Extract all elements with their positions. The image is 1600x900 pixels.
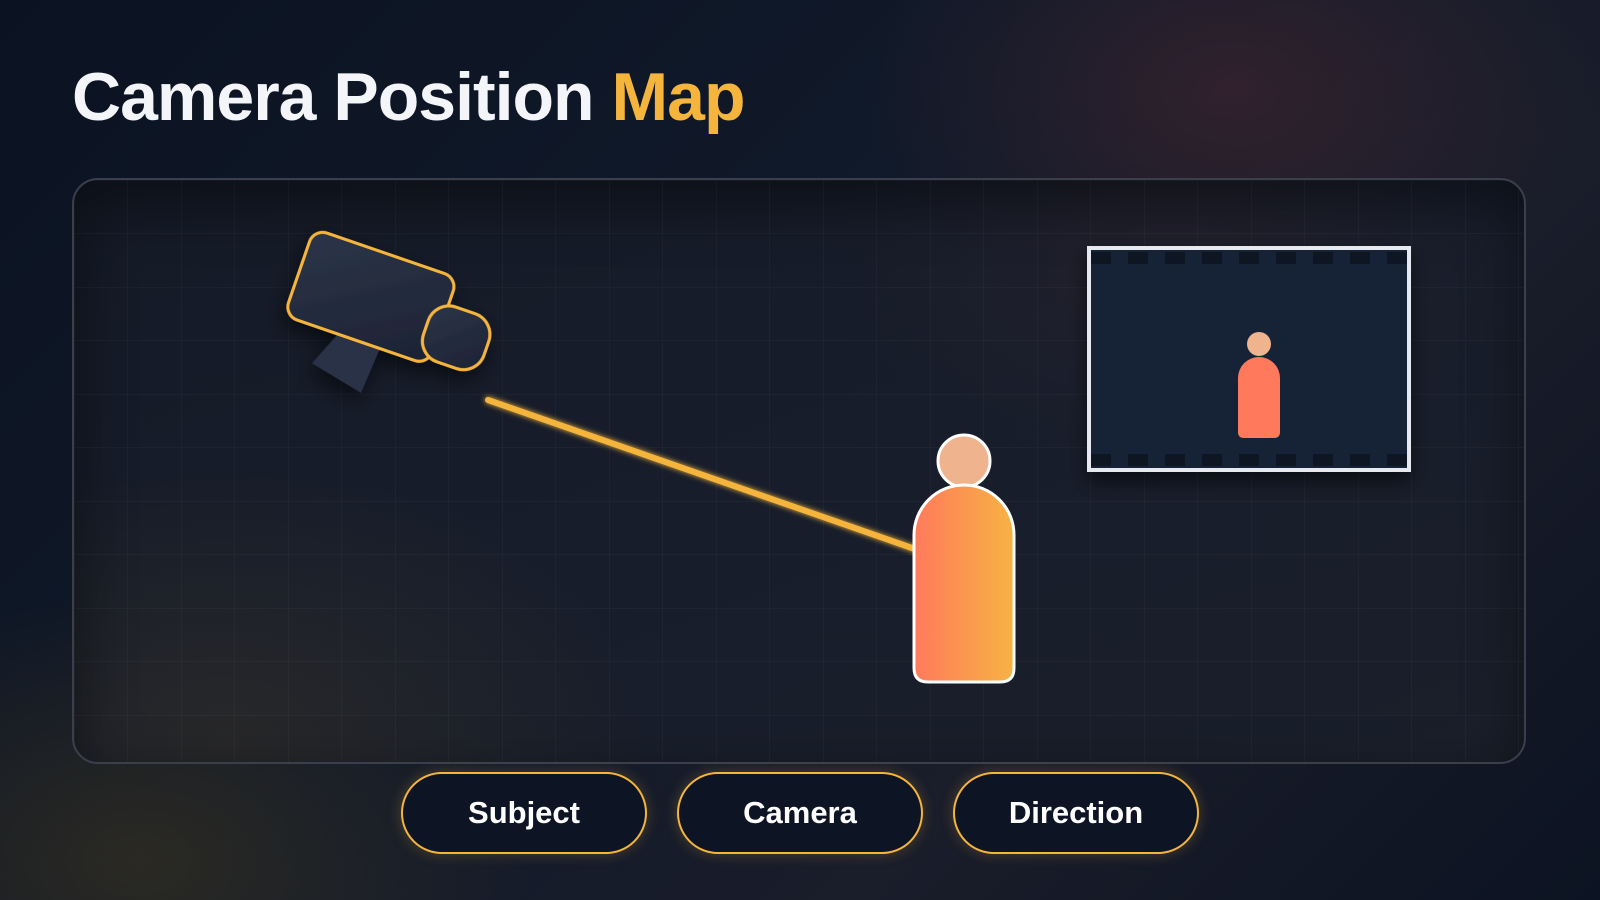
camera-map-panel — [72, 178, 1526, 764]
preview-subject-head-icon — [1247, 332, 1271, 356]
camera-icon[interactable] — [268, 229, 505, 427]
page-title: Camera Position Map — [72, 58, 746, 136]
subject-body-icon — [912, 483, 1016, 684]
legend: Subject Camera Direction — [0, 772, 1600, 854]
legend-camera-button[interactable]: Camera — [677, 772, 923, 854]
preview-subject-body-icon — [1238, 357, 1280, 438]
film-perforations-bottom — [1091, 454, 1407, 466]
subject-figure-icon[interactable] — [912, 433, 1016, 684]
title-main: Camera Position — [72, 59, 595, 135]
map-canvas — [74, 180, 1524, 762]
title-accent: Map — [611, 59, 746, 135]
camera-preview-frame — [1087, 246, 1411, 472]
legend-direction-button[interactable]: Direction — [953, 772, 1199, 854]
film-perforations-top — [1091, 252, 1407, 264]
camera-lens-icon — [420, 304, 492, 372]
subject-head-icon — [936, 433, 992, 489]
legend-subject-button[interactable]: Subject — [401, 772, 647, 854]
